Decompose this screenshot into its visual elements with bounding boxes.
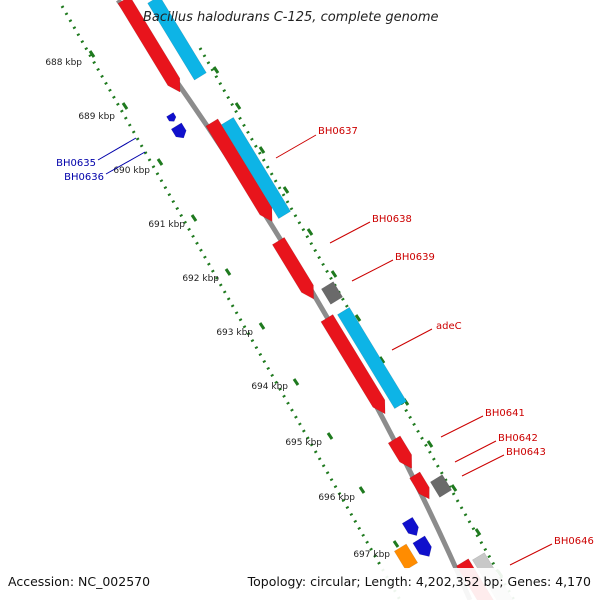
feature-bar-1 [147,0,207,81]
scale-label: 689 kbp [78,112,115,122]
scale-label: 694 kbp [251,382,288,392]
gene-bar-fwd-2 [205,118,273,222]
scale-track-inner [60,5,402,600]
feature-grey-1 [320,281,344,305]
gene-callout-line [454,440,497,463]
gene-label: BH0636 [64,172,104,183]
scale-major-tick [358,486,366,494]
gene-callout-line [440,415,484,438]
genome-summary-text: Topology: circular; Length: 4,202,352 bp… [247,574,591,589]
scale-label: 697 kbp [353,550,390,560]
feature-grey-2 [429,474,453,498]
scale-outer-tick [330,270,338,278]
gene-label: BH0638 [372,214,412,225]
gene-bar-fwd-1 [117,0,181,93]
gene-label: BH0639 [395,252,435,263]
scale-label: 688 kbp [45,58,82,68]
gene-label: BH0637 [318,126,358,137]
scale-major-tick [258,322,266,330]
gene-bar-fwd-4-shape [320,314,386,415]
genome-backbone [115,0,473,600]
scale-outer-tick [258,146,266,154]
gene-callout-line [329,221,371,244]
gene-bar-fwd-1-shape [117,0,181,93]
gene-callout-line [509,543,553,566]
scale-major-tick [156,158,164,166]
scale-major-tick [224,268,232,276]
feature-grey-2-shape [429,474,453,498]
gene-bar-rev-2-shape [170,122,187,139]
gene-bar-rev-1 [166,112,177,122]
gene-callout-line [105,151,146,175]
scale-label: 690 kbp [113,166,150,176]
gene-bar-fwd-3-shape [271,236,314,300]
scale-major-tick [392,540,400,548]
scale-outer-tick [450,484,458,492]
gene-bar-orange [393,543,419,571]
scale-major-tick [292,378,300,386]
gene-bar-rev-1-shape [166,112,177,122]
scale-major-tick [190,214,198,222]
gene-callout-line [461,454,505,477]
scale-major-tick [88,50,96,58]
scale-outer-tick [354,314,362,322]
gene-label: BH0642 [498,433,538,444]
gene-bar-fwd-4 [320,314,386,415]
gene-bar-rev-4-shape [412,535,432,557]
scale-outer-tick [282,186,290,194]
scale-outer-tick [212,66,220,74]
gene-label: BH0635 [56,158,96,169]
scale-outer-tick [378,356,386,364]
scale-label: 695 kbp [285,438,322,448]
gene-label: BH0646 [554,536,594,547]
scale-outer-tick [474,528,482,536]
scale-outer-tick [426,440,434,448]
scale-outer-tick [306,228,314,236]
gene-bar-fwd-6-shape [409,471,430,500]
gene-bar-fwd-5 [387,435,413,469]
gene-label: adeC [436,321,462,332]
feature-grey-1-shape [320,281,344,305]
feature-bar-2-shape [221,117,291,219]
feature-bar-3-shape [337,307,407,409]
scale-label: 691 kbp [148,220,185,230]
gene-bar-rev-3 [401,516,419,536]
feature-bar-2 [221,117,291,219]
accession-text: Accession: NC_002570 [8,574,151,589]
scale-label: 696 kbp [318,493,355,503]
gene-bar-fwd-2-shape [205,118,273,222]
gene-callout-line [97,137,137,161]
gene-callout-line [391,328,433,351]
feature-bar-1-shape [147,0,207,81]
gene-bar-fwd-5-shape [387,435,413,469]
scale-label: 693 kbp [216,328,253,338]
scale-major-tick [326,432,334,440]
gene-bar-fwd-6 [409,471,430,500]
feature-bar-3 [337,307,407,409]
map-title: Bacillus halodurans C-125, complete geno… [143,10,439,25]
gene-bar-rev-2 [170,122,187,139]
gene-label: BH0641 [485,408,525,419]
scale-track-outer [198,47,516,600]
scale-major-tick [121,102,129,110]
scale-outer-tick [234,102,242,110]
gene-bar-orange-shape [393,543,419,571]
footer-bar [0,568,600,600]
gene-callout-line [275,134,317,159]
gene-label: BH0643 [506,447,546,458]
scale-label: 692 kbp [182,274,219,284]
gene-bar-fwd-3 [271,236,314,300]
gene-callout-line [351,259,394,282]
gene-bar-rev-4 [412,535,432,557]
scale-labels-group: 688 kbp 689 kbp 690 kbp 691 kbp 692 kbp 693 k… [45,50,400,560]
gene-bar-rev-3-shape [401,516,419,536]
